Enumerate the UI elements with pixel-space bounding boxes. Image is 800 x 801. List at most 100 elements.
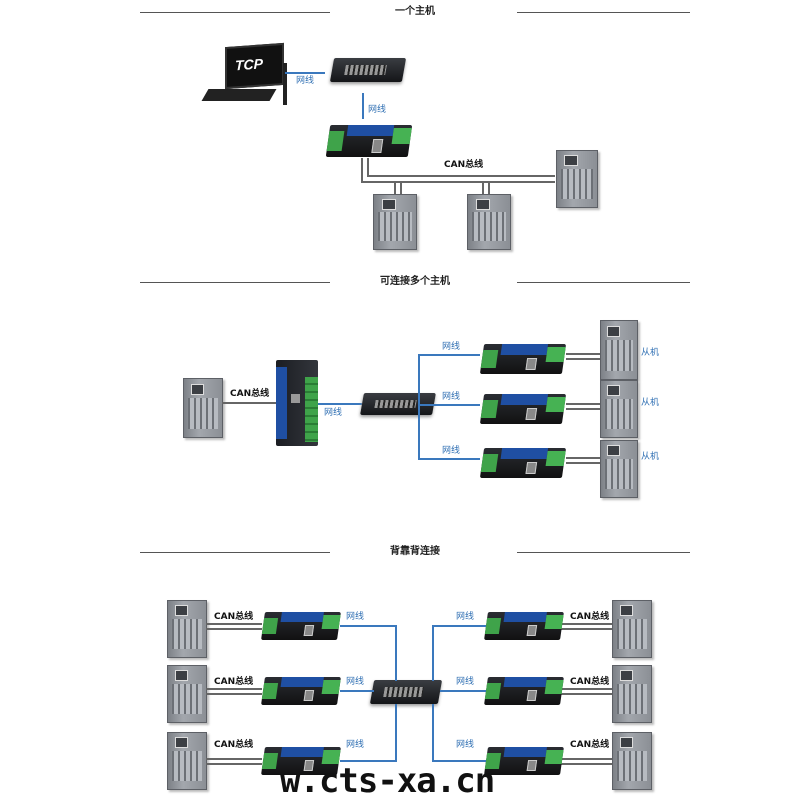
network-cable-line xyxy=(340,760,396,762)
watermark: w.cts-xa.cn xyxy=(280,761,495,801)
network-cable-label: 网线 xyxy=(456,740,475,750)
fire-control-panel xyxy=(556,150,598,208)
can-bus-line xyxy=(206,693,262,695)
fire-control-panel xyxy=(600,380,638,438)
section-title: 一个主机 xyxy=(395,6,435,17)
fire-control-panel xyxy=(600,440,638,498)
network-cable-line xyxy=(432,704,434,762)
network-cable-label: 网线 xyxy=(456,677,475,687)
can-bus-line xyxy=(566,353,600,355)
converter-device-vertical xyxy=(276,360,318,446)
can-bus-line xyxy=(361,181,555,183)
fire-control-panel xyxy=(612,665,652,723)
network-switch xyxy=(329,58,407,82)
can-bus-label: CAN总线 xyxy=(570,677,610,687)
network-cable-line xyxy=(362,93,364,119)
can-bus-line xyxy=(566,408,600,410)
network-switch xyxy=(369,680,443,704)
converter-device xyxy=(479,394,567,424)
fire-control-panel xyxy=(167,732,207,790)
network-cable-line xyxy=(418,354,420,459)
computer: TCP xyxy=(201,42,290,107)
can-bus-line xyxy=(566,457,600,459)
network-cable-line xyxy=(395,625,397,681)
network-cable-label: 网线 xyxy=(456,612,475,622)
network-cable-line xyxy=(432,625,486,627)
can-bus-line xyxy=(367,175,555,177)
fire-control-panel xyxy=(167,600,207,658)
section-divider xyxy=(517,282,690,283)
converter-device xyxy=(479,344,567,374)
section-divider xyxy=(517,552,690,553)
pc-tower xyxy=(283,63,287,105)
can-bus-label: CAN总线 xyxy=(570,740,610,750)
network-cable-line xyxy=(340,625,396,627)
section-divider xyxy=(140,282,330,283)
network-cable-label: 网线 xyxy=(442,446,461,456)
converter-device xyxy=(484,612,564,640)
fire-control-panel xyxy=(612,600,652,658)
slave-label: 从机 xyxy=(641,398,660,408)
can-bus-line xyxy=(394,182,396,194)
fire-control-panel xyxy=(612,732,652,790)
network-cable-line xyxy=(440,690,486,692)
can-bus-line xyxy=(222,402,277,404)
can-bus-line xyxy=(482,182,484,194)
can-bus-line xyxy=(367,158,369,176)
screen-text: TCP xyxy=(235,55,263,74)
network-cable-label: 网线 xyxy=(346,740,365,750)
section-title: 可连接多个主机 xyxy=(380,276,450,287)
network-cable-label: 网线 xyxy=(296,76,315,86)
monitor: TCP xyxy=(225,42,284,90)
can-bus-line xyxy=(566,403,600,405)
network-cable-line xyxy=(432,760,486,762)
can-bus-line xyxy=(560,758,612,760)
can-bus-line xyxy=(206,623,262,625)
network-cable-line xyxy=(418,458,480,460)
can-bus-label: CAN总线 xyxy=(570,612,610,622)
network-cable-line xyxy=(432,625,434,681)
can-bus-label: CAN总线 xyxy=(214,740,254,750)
can-bus-line xyxy=(206,688,262,690)
network-cable-label: 网线 xyxy=(346,612,365,622)
can-bus-line xyxy=(488,182,490,194)
can-bus-label: CAN总线 xyxy=(444,160,484,170)
network-cable-line xyxy=(340,690,374,692)
can-bus-line xyxy=(206,763,262,765)
keyboard xyxy=(201,89,277,101)
can-bus-line xyxy=(206,758,262,760)
can-bus-label: CAN总线 xyxy=(214,612,254,622)
slave-label: 从机 xyxy=(641,452,660,462)
converter-device xyxy=(484,677,564,705)
can-bus-line xyxy=(361,158,363,182)
section-title: 背靠背连接 xyxy=(390,546,440,557)
can-bus-label: CAN总线 xyxy=(214,677,254,687)
section-divider xyxy=(140,552,330,553)
network-cable-label: 网线 xyxy=(442,342,461,352)
network-cable-line xyxy=(395,704,397,762)
can-bus-line xyxy=(560,623,612,625)
can-bus-line xyxy=(566,462,600,464)
converter-device xyxy=(325,125,413,157)
converter-device xyxy=(261,612,341,640)
can-bus-line xyxy=(560,688,612,690)
can-bus-line xyxy=(560,693,612,695)
network-cable-line xyxy=(285,72,325,74)
network-cable-line xyxy=(418,404,480,406)
fire-control-panel xyxy=(467,194,511,250)
can-bus-line xyxy=(560,628,612,630)
can-bus-line xyxy=(560,763,612,765)
converter-device xyxy=(479,448,567,478)
fire-control-panel xyxy=(167,665,207,723)
can-bus-line xyxy=(206,628,262,630)
converter-device xyxy=(484,747,564,775)
slave-label: 从机 xyxy=(641,348,660,358)
network-cable-label: 网线 xyxy=(324,408,343,418)
section-divider xyxy=(517,12,690,13)
network-cable-line xyxy=(418,354,480,356)
fire-control-panel xyxy=(373,194,417,250)
network-cable-line xyxy=(318,403,362,405)
network-cable-label: 网线 xyxy=(368,105,387,115)
can-bus-label: CAN总线 xyxy=(230,389,270,399)
converter-device xyxy=(261,677,341,705)
